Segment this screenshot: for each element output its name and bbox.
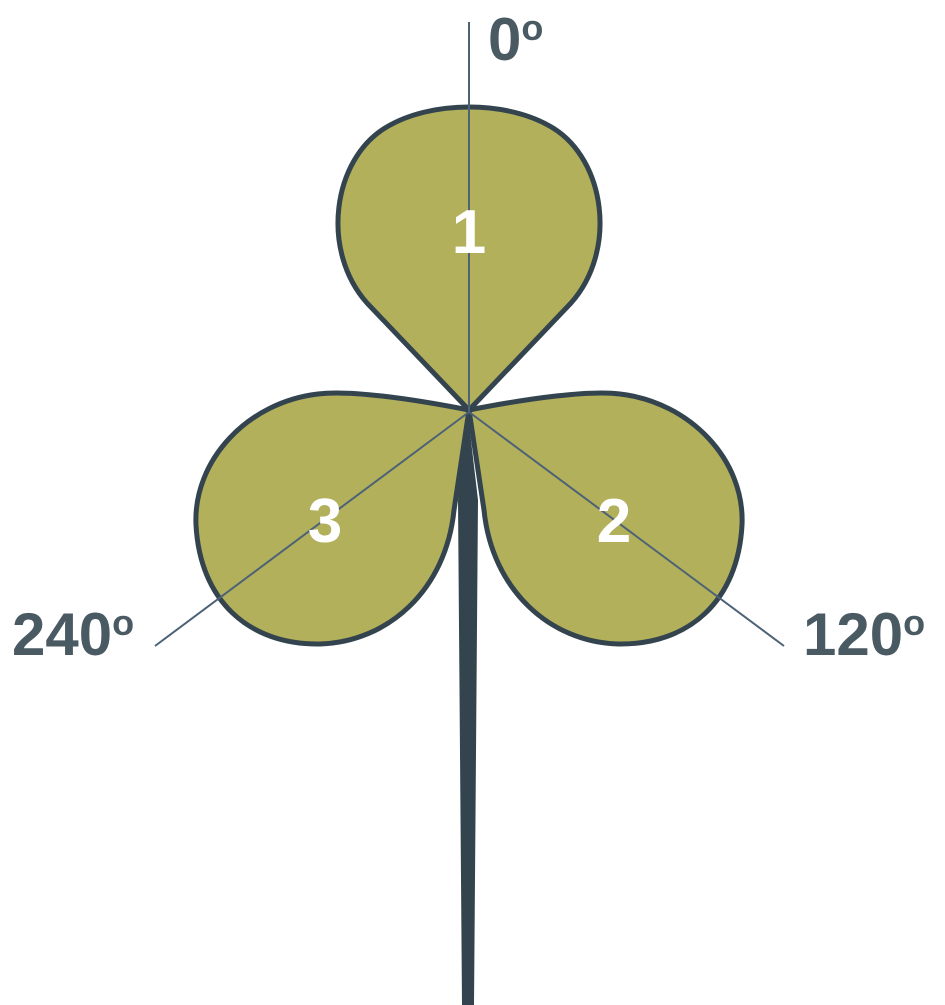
leaf-label-2: 2 [597, 487, 631, 556]
angle-label-120: 120o [803, 601, 925, 668]
angle-label-240: 240o [12, 601, 134, 668]
leaf-label-3: 3 [308, 487, 342, 556]
degree-symbol-120: o [903, 602, 925, 643]
angle-value-120: 120 [803, 601, 903, 668]
angle-value-0: 0 [488, 6, 521, 73]
angle-value-240: 240 [12, 601, 112, 668]
leaf-label-1: 1 [452, 198, 486, 267]
degree-symbol-0: o [521, 7, 543, 48]
degree-symbol-240: o [112, 602, 134, 643]
angle-label-0: 0o [488, 6, 543, 73]
stem [458, 415, 478, 1005]
